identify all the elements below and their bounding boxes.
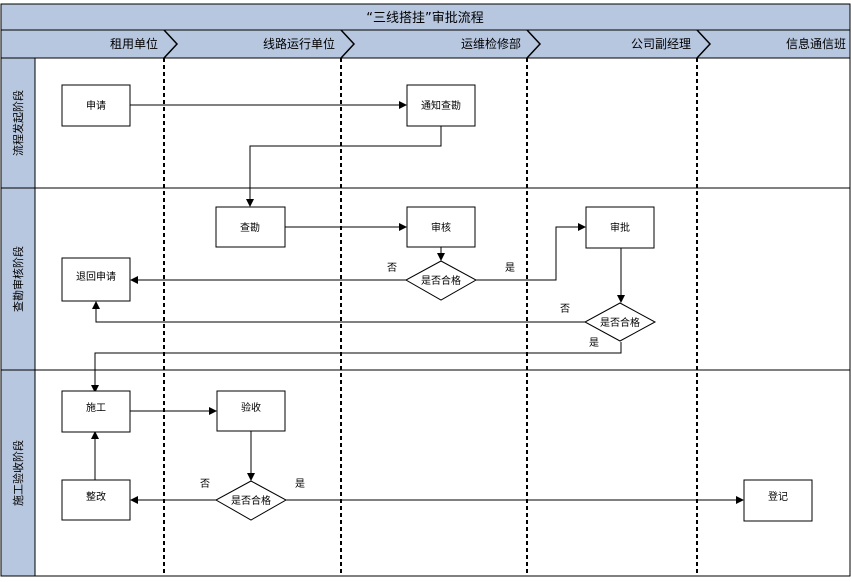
- edge-label-d1-no: 否: [387, 262, 397, 274]
- node-decision3: [214, 480, 288, 521]
- diagram-frame: [34, 57, 851, 577]
- title-band: [0, 3, 851, 31]
- edge-decision2-construct: [91, 342, 622, 393]
- lane-header-chevron: [526, 29, 542, 59]
- edge-label-d2-yes: 是: [589, 337, 599, 349]
- node-decision2-label: 是否合格: [600, 316, 640, 329]
- phase-label-review: 查勘审核阶段: [11, 246, 25, 312]
- node-review-label: 审核: [431, 221, 451, 234]
- lane-label-tenant: 租用单位: [110, 36, 158, 51]
- lane-header-chevron: [340, 29, 356, 59]
- node-rectify-label: 整改: [86, 490, 106, 503]
- node-decision3-label: 是否合格: [231, 494, 271, 507]
- node-accept-label: 验收: [241, 401, 261, 414]
- lane-label-deputy-manager: 公司副经理: [631, 37, 691, 51]
- edge-decision2-return: [92, 301, 585, 323]
- edge-decision1-approve: [476, 223, 586, 281]
- phase-band-review: [0, 187, 36, 371]
- node-register-label: 登记: [768, 490, 788, 503]
- node-register: [743, 479, 813, 522]
- lane-header-chevron: [163, 29, 179, 59]
- node-approve: [585, 206, 655, 249]
- edge-label-d3-yes: 是: [295, 478, 305, 490]
- node-approve-label: 审批: [610, 221, 630, 234]
- lane-header-band: [0, 29, 851, 59]
- diagram-title: “三线搭挂”审批流程: [366, 10, 483, 26]
- node-review: [406, 206, 476, 248]
- node-apply-label: 申请: [86, 99, 106, 112]
- edge-label-d1-yes: 是: [505, 262, 515, 274]
- node-decision2: [583, 302, 657, 342]
- phase-label-initiate: 流程发起阶段: [11, 90, 25, 156]
- edge-label-d2-no: 否: [560, 303, 570, 315]
- node-decision1-label: 是否合格: [421, 274, 461, 287]
- phase-band-initiate: [0, 57, 36, 189]
- node-survey-label: 查勘: [240, 221, 260, 234]
- lane-header-chevron: [696, 29, 712, 59]
- node-return-label: 退回申请: [76, 270, 116, 283]
- edge-notify-survey: [246, 126, 442, 207]
- phase-label-construct: 施工验收阶段: [11, 440, 25, 506]
- lane-label-line-ops: 线路运行单位: [263, 36, 335, 51]
- phase-band-construct: [0, 369, 36, 577]
- node-return: [61, 257, 131, 302]
- node-survey: [215, 206, 286, 248]
- node-apply: [61, 84, 131, 127]
- node-rectify: [61, 479, 131, 521]
- lane-label-info-comm: 信息通信班: [786, 36, 846, 51]
- node-decision1: [404, 260, 478, 301]
- node-construct: [61, 390, 131, 433]
- node-accept: [216, 390, 286, 432]
- lane-label-maintenance: 运维检修部: [461, 36, 521, 51]
- edge-label-d3-no: 否: [200, 478, 210, 490]
- node-notify: [406, 84, 476, 127]
- node-construct-label: 施工: [86, 401, 106, 414]
- node-notify-label: 通知查勘: [421, 99, 461, 112]
